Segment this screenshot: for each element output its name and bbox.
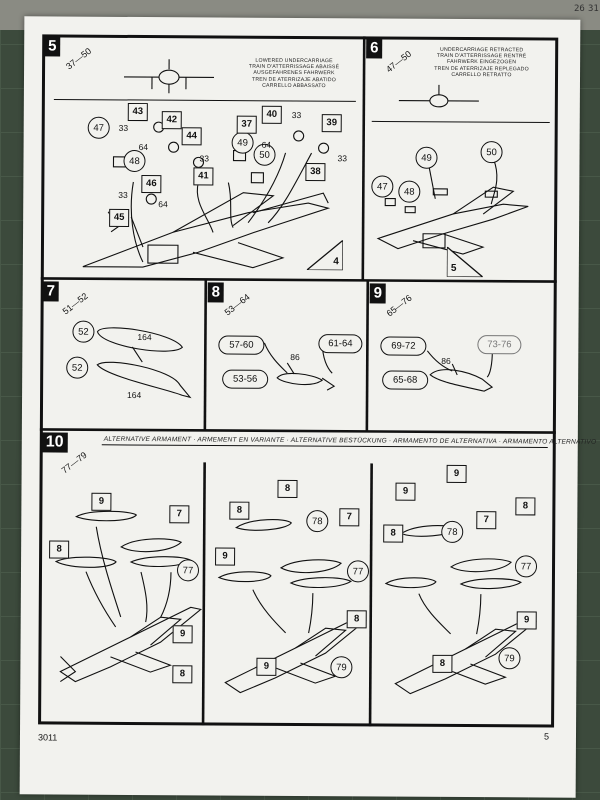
part-79: 79	[498, 647, 521, 670]
part-77: 77	[176, 559, 200, 582]
part-8: 8	[383, 524, 404, 543]
part-78: 78	[306, 510, 329, 533]
ruler-mark: 31	[588, 4, 599, 14]
part-8: 8	[346, 610, 367, 629]
step-7-artwork	[96, 327, 192, 399]
part-9: 9	[395, 482, 416, 501]
page-number: 5	[543, 731, 550, 742]
part-8: 8	[172, 665, 193, 684]
step-5-artwork	[82, 59, 331, 269]
part-9: 9	[516, 611, 537, 630]
part-78: 78	[441, 520, 464, 543]
step-6-reference: 5	[446, 245, 485, 278]
part-77: 77	[514, 555, 538, 578]
part-9: 9	[446, 464, 467, 484]
part-9: 9	[256, 657, 277, 676]
step-9-artwork	[426, 350, 494, 392]
part-9: 9	[172, 625, 193, 644]
part-9: 9	[91, 492, 112, 511]
part-77: 77	[346, 560, 370, 583]
part-8: 8	[49, 540, 70, 559]
part-8: 8	[432, 654, 453, 673]
part-8: 8	[515, 497, 536, 516]
part-7: 7	[476, 511, 497, 530]
step-5-reference: 4	[305, 238, 344, 271]
part-9: 9	[215, 547, 236, 566]
part-7: 7	[339, 508, 360, 527]
part-8: 8	[229, 501, 250, 520]
step-10-artwork	[54, 510, 537, 695]
part-8: 8	[277, 479, 298, 498]
instruction-sheet: 5 37—50 LOWERED UNDERCARRIAGE TRAIN D'AT…	[19, 16, 596, 798]
part-7: 7	[169, 505, 190, 524]
kit-code: 3011	[37, 732, 58, 743]
panel-grid-lines	[39, 36, 557, 727]
part-79: 79	[330, 656, 353, 679]
step-6-artwork	[376, 84, 529, 255]
ruler-mark: 26	[574, 4, 585, 14]
